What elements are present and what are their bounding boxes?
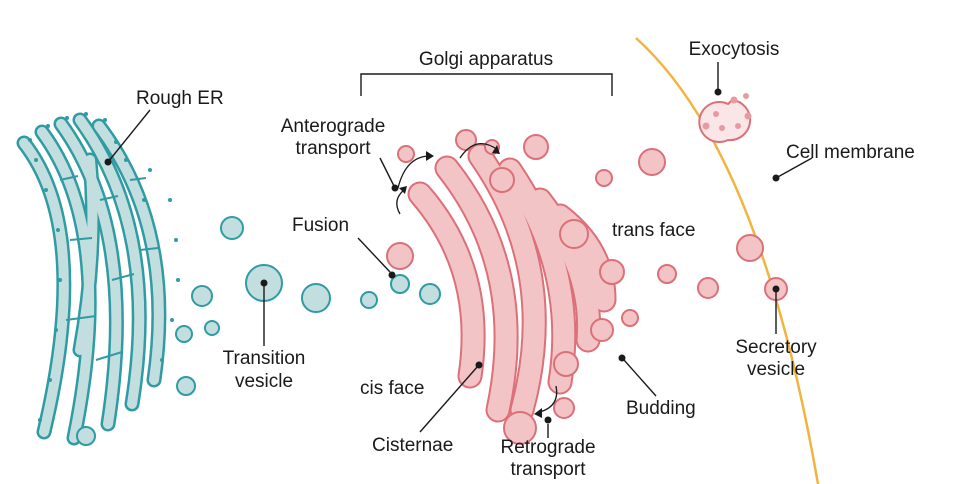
label-transition-vesicle-line2: vesicle	[235, 371, 293, 392]
label-cisternae: Cisternae	[372, 435, 453, 456]
label-cis-face: cis face	[360, 378, 424, 399]
exocytosis-vesicle	[698, 93, 752, 143]
label-golgi-apparatus: Golgi apparatus	[419, 49, 553, 70]
label-cell-membrane: Cell membrane	[786, 142, 915, 163]
leader-lines	[104, 62, 813, 438]
label-fusion: Fusion	[292, 215, 349, 236]
arrow-heads	[399, 145, 542, 418]
label-budding: Budding	[626, 398, 696, 419]
label-transition-vesicle-line1: Transition	[223, 348, 306, 369]
label-secretory-vesicle-line1: Secretory	[735, 337, 817, 358]
rough-er	[16, 112, 244, 446]
cell-membrane	[635, 37, 820, 484]
golgi-vesicles	[397, 129, 764, 419]
label-exocytosis: Exocytosis	[689, 39, 780, 60]
golgi-bracket	[360, 73, 613, 96]
label-anterograde-transport-line2: transport	[296, 138, 372, 159]
label-rough-er: Rough ER	[136, 88, 224, 109]
label-anterograde-transport-line1: Anterograde	[281, 116, 386, 137]
label-secretory-vesicle-line2: vesicle	[747, 359, 805, 380]
label-retrograde-transport-line2: transport	[511, 459, 587, 480]
golgi-cisternae	[386, 143, 617, 445]
transition-vesicles	[245, 264, 441, 313]
label-retrograde-transport-line1: Retrograde	[500, 437, 595, 458]
label-trans-face: trans face	[612, 220, 695, 241]
